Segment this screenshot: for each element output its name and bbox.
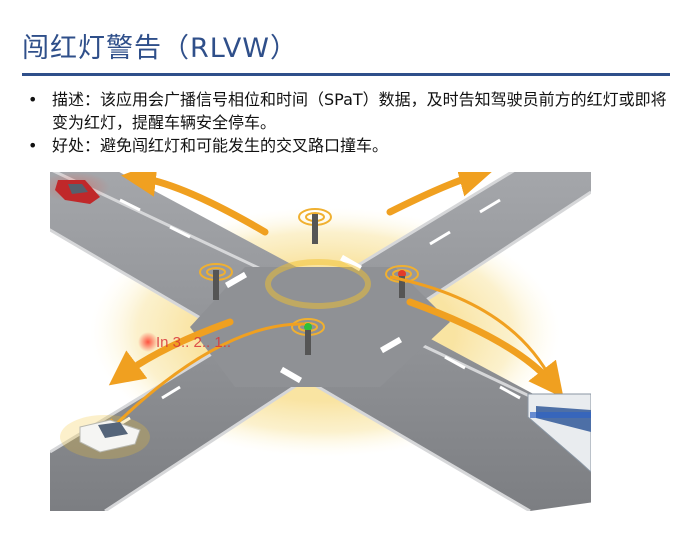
bullet-list: • 描述：该应用会广播信号相位和时间（SPaT）数据，及时告知驾驶员前方的红灯或… <box>28 88 673 157</box>
traffic-signal-east-red <box>385 265 419 298</box>
arrow-to-top-left-car <box>121 172 269 236</box>
slide-title: 闯红灯警告（RLVW） <box>22 33 299 64</box>
traffic-signal-north <box>298 208 332 244</box>
arrow-to-bus <box>406 298 564 399</box>
bullet-marker: • <box>28 90 38 109</box>
white-car <box>60 415 150 459</box>
red-warning-glow <box>138 332 158 352</box>
arrow-to-bus-thin <box>389 275 557 388</box>
broadcast-arrows <box>108 172 564 399</box>
traffic-signal-west <box>199 263 233 300</box>
bullet-text-description: 描述：该应用会广播信号相位和时间（SPaT）数据，及时告知驾驶员前方的红灯或即将… <box>52 90 667 132</box>
arrow-to-top-right <box>386 172 494 216</box>
bullet-item: • 描述：该应用会广播信号相位和时间（SPaT）数据，及时告知驾驶员前方的红灯或… <box>28 88 673 134</box>
traffic-signal-south-green <box>291 318 325 355</box>
bus <box>527 393 591 473</box>
arrow-to-lower-left <box>108 318 234 386</box>
intersection-center <box>190 267 450 387</box>
countdown-text: In 3.. 2.. 1.. <box>156 334 231 351</box>
intersection-ring <box>265 259 371 309</box>
red-car <box>50 172 110 204</box>
intersection-illustration: In 3.. 2.. 1.. <box>50 172 591 511</box>
bullet-item: • 好处：避免闯红灯和可能发生的交叉路口撞车。 <box>28 134 673 157</box>
bullet-text-benefit: 好处：避免闯红灯和可能发生的交叉路口撞车。 <box>52 136 389 155</box>
arrow-to-car-thin <box>105 322 306 435</box>
title-rule <box>22 73 670 76</box>
crosswalks <box>224 254 403 384</box>
bullet-marker: • <box>28 136 38 155</box>
